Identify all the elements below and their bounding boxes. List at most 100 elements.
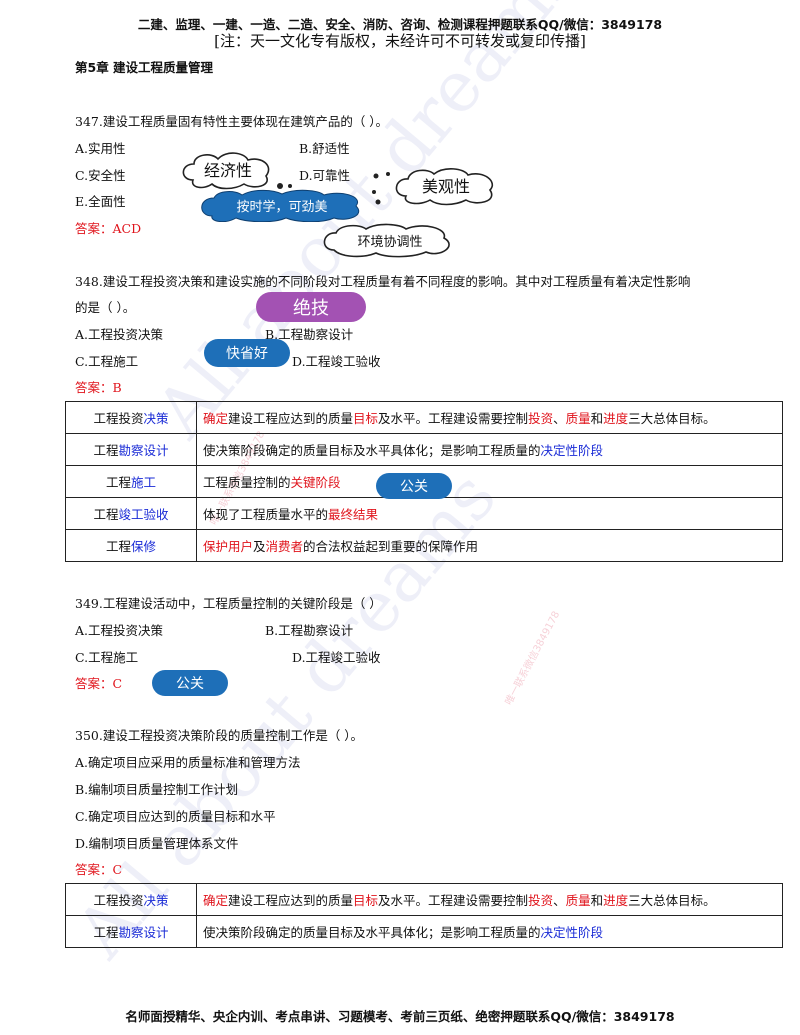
description-segment: 三大总体目标。	[628, 893, 716, 908]
description-segment: 及水平。工程建设需要控制	[378, 893, 529, 908]
table-row: 工程竣工验收体现了工程质量水平的最终结果	[65, 497, 783, 530]
description-cell: 确定建设工程应达到的质量目标及水平。工程建设需要控制投资、质量和进度三大总体目标…	[196, 401, 783, 434]
table-row: 工程施工工程质量控制的关键阶段	[65, 465, 783, 498]
sticker-text: 环境协调性	[357, 234, 423, 250]
description-segment: 及	[253, 539, 266, 554]
description-segment: 和	[590, 893, 604, 908]
description-segment: 确定	[203, 411, 229, 426]
description-segment: 建设工程应达到的质量	[228, 893, 354, 908]
stage-label-highlight: 保修	[131, 539, 157, 554]
description-cell: 使决策阶段确定的质量目标及水平具体化；是影响工程质量的决定性阶段	[196, 915, 783, 948]
table-row: 工程投资决策确定建设工程应达到的质量目标及水平。工程建设需要控制投资、质量和进度…	[65, 883, 783, 916]
sticker-text: 按时学，可劲美	[236, 199, 328, 215]
thought-cloud-sticker	[395, 168, 493, 206]
stage-cell: 工程施工	[65, 465, 197, 498]
stage-cell: 工程勘察设计	[65, 915, 197, 948]
thought-cloud-sticker	[182, 152, 270, 190]
option-d: D.工程竣工验收	[292, 650, 381, 665]
description-segment: 进度	[603, 893, 629, 908]
description-segment: 、	[553, 893, 566, 908]
stage-cell: 工程投资决策	[65, 883, 197, 916]
stage-label: 工程投资	[93, 411, 144, 426]
stage-cell: 工程投资决策	[65, 401, 197, 434]
option-b: B.工程勘察设计	[265, 623, 354, 638]
description-segment: 及水平。工程建设需要控制	[378, 411, 529, 426]
stage-cell: 工程勘察设计	[65, 433, 197, 466]
description-cell: 使决策阶段确定的质量目标及水平具体化；是影响工程质量的决定性阶段	[196, 433, 783, 466]
description-segment: 保护用户	[203, 539, 254, 554]
header-line-1: 二建、监理、一建、一造、二造、安全、消防、咨询、检测课程押题联系QQ/微信：38…	[137, 17, 663, 32]
table-row: 工程保修保护用户及消费者的合法权益起到重要的保障作用	[65, 529, 783, 562]
question-347-stem: 347.建设工程质量固有特性主要体现在建筑产品的（ ）。	[75, 114, 389, 129]
chapter-title: 第5章 建设工程质量管理	[75, 60, 214, 75]
option-a: A.实用性	[75, 141, 126, 156]
thought-cloud-sticker	[323, 223, 450, 258]
stage-label-highlight: 竣工验收	[118, 507, 169, 522]
answer-349: 答案：C	[75, 676, 123, 691]
option-a: A.工程投资决策	[75, 623, 164, 638]
description-segment: 和	[590, 411, 604, 426]
stage-label: 工程	[105, 475, 131, 490]
stage-label: 工程	[105, 539, 131, 554]
description-segment: 最终结果	[328, 507, 379, 522]
stage-label: 工程	[93, 507, 119, 522]
footer-contact: 名师面授精华、央企内训、考点串讲、习题模考、考前三页纸、绝密押题联系QQ/微信：…	[125, 1009, 675, 1024]
sticker-badge: 快省好	[204, 339, 290, 367]
question-348-stem-cont: 的是（ ）。	[75, 300, 136, 315]
option-c: C.安全性	[75, 168, 126, 183]
knowledge-table: 工程投资决策确定建设工程应达到的质量目标及水平。工程建设需要控制投资、质量和进度…	[65, 401, 783, 562]
description-cell: 保护用户及消费者的合法权益起到重要的保障作用	[196, 529, 783, 562]
stage-label: 工程	[93, 925, 119, 940]
option-d: D.可靠性	[299, 168, 351, 183]
header-line-2: [注：天一文化专有版权，未经许可不可转发或复印传播]	[214, 32, 586, 50]
option-a: A.工程投资决策	[75, 327, 164, 342]
description-segment: 关键阶段	[290, 475, 341, 490]
blue-cloud-sticker	[201, 189, 359, 222]
description-segment: 投资	[528, 893, 554, 908]
option-e: E.全面性	[75, 194, 126, 209]
description-segment: 体现了工程质量水平的	[203, 507, 329, 522]
sticker-badge: 绝技	[256, 292, 366, 322]
question-350-stem: 350.建设工程投资决策阶段的质量控制工作是（ ）。	[75, 728, 364, 743]
stage-cell: 工程保修	[65, 529, 197, 562]
stage-label: 工程投资	[93, 893, 144, 908]
description-cell: 工程质量控制的关键阶段	[196, 465, 783, 498]
knowledge-table: 工程投资决策确定建设工程应达到的质量目标及水平。工程建设需要控制投资、质量和进度…	[65, 883, 783, 948]
sticker-badge: 公关	[376, 473, 452, 499]
option-d: D.工程竣工验收	[292, 354, 381, 369]
watermark-contact: 唯一联系微信3849178	[503, 609, 563, 708]
table-row: 工程投资决策确定建设工程应达到的质量目标及水平。工程建设需要控制投资、质量和进度…	[65, 401, 783, 434]
stage-label-highlight: 决策	[143, 893, 169, 908]
option-d: D.编制项目质量管理体系文件	[75, 836, 239, 851]
sticker-badge: 公关	[152, 670, 228, 696]
stage-label: 工程	[93, 443, 119, 458]
option-c: C.工程施工	[75, 354, 139, 369]
description-segment: 消费者	[265, 539, 304, 554]
description-segment: 工程质量控制的	[203, 475, 291, 490]
description-segment: 、	[553, 411, 566, 426]
description-cell: 确定建设工程应达到的质量目标及水平。工程建设需要控制投资、质量和进度三大总体目标…	[196, 883, 783, 916]
description-segment: 质量	[565, 893, 591, 908]
stage-label-highlight: 勘察设计	[118, 443, 169, 458]
answer-348: 答案：B	[75, 380, 122, 395]
option-b: B.舒适性	[299, 141, 350, 156]
description-segment: 使决策阶段确定的质量目标及水平具体化；是影响工程质量的	[203, 443, 541, 458]
description-segment: 使决策阶段确定的质量目标及水平具体化；是影响工程质量的	[203, 925, 541, 940]
stage-label-highlight: 决策	[143, 411, 169, 426]
description-segment: 的合法权益起到重要的保障作用	[303, 539, 479, 554]
table-row: 工程勘察设计使决策阶段确定的质量目标及水平具体化；是影响工程质量的决定性阶段	[65, 433, 783, 466]
option-b: B.编制项目质量控制工作计划	[75, 782, 239, 797]
description-segment: 确定	[203, 893, 229, 908]
description-segment: 质量	[565, 411, 591, 426]
stage-label-highlight: 勘察设计	[118, 925, 169, 940]
answer-350: 答案：C	[75, 862, 123, 877]
description-segment: 投资	[528, 411, 554, 426]
question-348-stem: 348.建设工程投资决策和建设实施的不同阶段对工程质量有着不同程度的影响。其中对…	[75, 274, 691, 289]
stage-cell: 工程竣工验收	[65, 497, 197, 530]
thought-bubble-dots	[277, 183, 292, 189]
description-segment: 决定性阶段	[540, 925, 604, 940]
sticker-text: 经济性	[203, 161, 252, 180]
option-c: C.工程施工	[75, 650, 139, 665]
sticker-text: 美观性	[421, 177, 470, 196]
description-segment: 建设工程应达到的质量	[228, 411, 354, 426]
